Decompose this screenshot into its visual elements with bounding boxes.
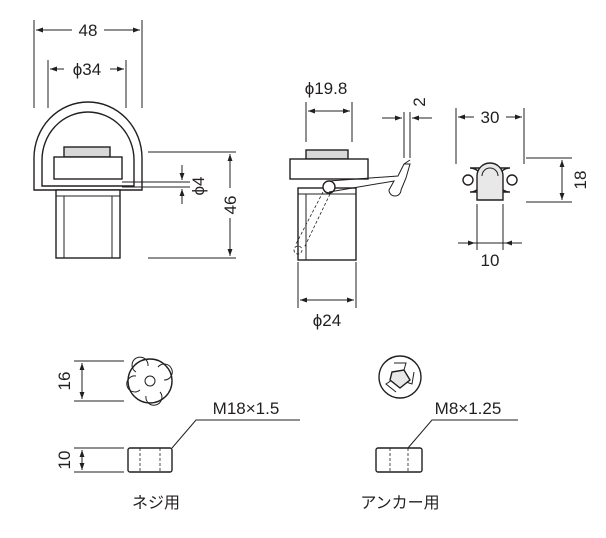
dim-plate-lug-width: 10 xyxy=(458,204,522,270)
front-view xyxy=(33,101,146,259)
dim-nut-height-label: 16 xyxy=(55,372,74,391)
dim-front-width-label: 48 xyxy=(79,21,98,40)
plate-view xyxy=(462,162,518,201)
anchor-nut-slots xyxy=(385,362,415,393)
dim-plate-width-label: 30 xyxy=(481,108,500,127)
dim-nut-thickness-label: 10 xyxy=(55,451,74,470)
dim-hook-thickness-label: 2 xyxy=(410,97,429,106)
anchor-use-caption: アンカー用 xyxy=(360,493,439,512)
dim-nut-thickness: 10 xyxy=(55,447,124,473)
dim-side-body-dia: ϕ24 xyxy=(297,262,357,330)
screw-use-caption: ネジ用 xyxy=(132,493,180,512)
dim-front-inner-dia: ϕ34 xyxy=(47,59,127,108)
anchor-nut-side xyxy=(375,419,518,473)
dim-front-height: 46 xyxy=(148,151,240,259)
dim-plate-lug-width-label: 10 xyxy=(481,251,500,270)
screw-nut-body xyxy=(127,447,173,473)
dim-side-body-dia-label: ϕ24 xyxy=(313,311,341,330)
screw-nut-side xyxy=(127,419,300,473)
hook-arm xyxy=(328,163,411,197)
front-body xyxy=(55,189,121,259)
dim-side-top-dia: ϕ19.8 xyxy=(305,79,353,142)
dim-plate-width: 30 xyxy=(455,107,525,164)
plate-hole-left xyxy=(462,174,474,186)
side-view xyxy=(289,149,411,261)
side-cap xyxy=(305,149,349,160)
anchor-thread-label: M8×1.25 xyxy=(435,399,502,418)
front-cap xyxy=(63,146,111,158)
screw-nut-slots xyxy=(126,356,173,406)
plate-hole-right xyxy=(506,174,518,186)
anchor-nut-body xyxy=(375,447,423,473)
screw-thread-label: M18×1.5 xyxy=(213,399,280,418)
dim-front-height-label: 46 xyxy=(221,196,240,215)
screw-nut-top xyxy=(126,356,173,406)
dim-plate-height-label: 18 xyxy=(571,171,590,190)
screw-nut-circle xyxy=(127,358,173,404)
dim-pin-dia: ϕ4 xyxy=(146,165,208,204)
dim-hook-thickness: 2 xyxy=(382,97,432,158)
dim-nut-height: 16 xyxy=(55,360,124,402)
dim-front-width: 48 xyxy=(33,20,143,108)
plate-lug xyxy=(476,162,504,201)
dim-plate-height: 18 xyxy=(526,157,590,203)
dim-front-inner-dia-label: ϕ34 xyxy=(73,60,101,79)
front-top-body xyxy=(53,156,123,180)
dim-side-top-dia-label: ϕ19.8 xyxy=(305,79,348,98)
dim-pin-dia-label: ϕ4 xyxy=(189,177,208,196)
anchor-nut-top xyxy=(378,355,422,399)
side-top-body xyxy=(289,158,369,180)
